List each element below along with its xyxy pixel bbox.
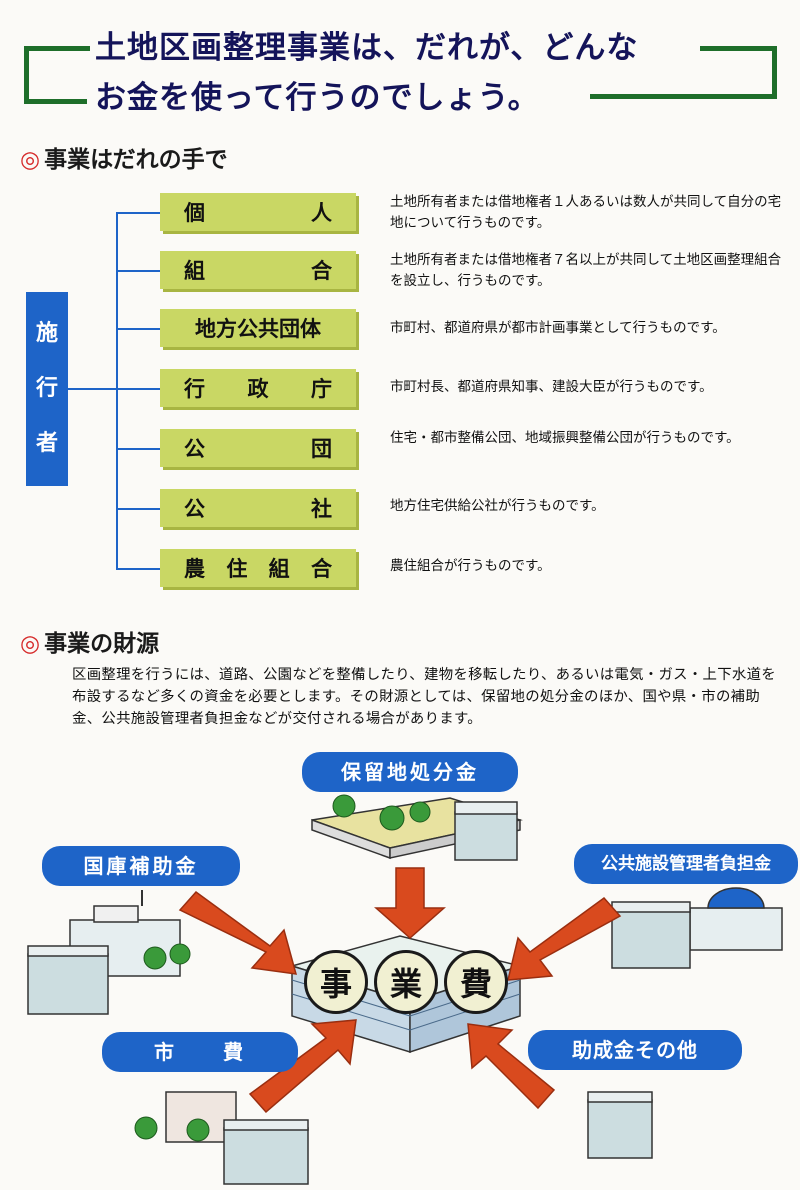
entity-name-char: 公: [184, 497, 205, 521]
arrow-from-grants: [467, 1023, 556, 1110]
tree-branch: [116, 508, 160, 510]
label-city-expense: 市 費: [102, 1032, 298, 1072]
tree-branch: [116, 448, 160, 450]
page-title-line-2: お金を使って行うのでしょう。: [95, 80, 540, 116]
section-heading-funding: ◎事業の財源: [20, 624, 159, 658]
title-bracket-right: [700, 46, 777, 99]
operator-label-char: 施: [35, 320, 58, 346]
entity-name-char: 団: [311, 437, 332, 461]
entity-local-government: 地方公共団体: [160, 309, 356, 347]
label-national-subsidy: 国庫補助金: [42, 846, 240, 886]
entity-name-char: 合: [310, 557, 332, 581]
entity-name-char: 合: [311, 259, 332, 283]
operator-label-char: 者: [35, 431, 58, 457]
entity-desc-individual: 土地所有者または借地権者１人あるいは数人が共同して自分の宅地について行うものです…: [390, 194, 782, 231]
entity-public-company: 公 社: [160, 489, 356, 527]
tree-branch: [116, 388, 160, 390]
entity-public-corporation: 公 団: [160, 429, 356, 467]
entity-individual: 個 人: [160, 193, 356, 231]
section-heading-text: 事業はだれの手で: [44, 147, 228, 173]
tree-connector-stub: [68, 388, 116, 390]
arrow-from-national-subsidy: [178, 890, 298, 975]
city-office-illustration: [134, 1091, 309, 1185]
label-reserved-land-proceeds: 保留地処分金: [302, 752, 518, 792]
public-facility-illustration: [611, 887, 783, 969]
section-heading-operators: ◎事業はだれの手で: [20, 140, 228, 174]
title-rule-bottom: [590, 94, 777, 99]
entity-desc-association: 土地所有者または借地権者７名以上が共同して土地区画整理組合を設立し、行うものです…: [390, 252, 782, 289]
entity-name-char: 住: [226, 557, 248, 581]
entity-name-char: 人: [311, 201, 332, 225]
entity-name-text: 地方公共団体: [195, 317, 321, 341]
tree-branch: [116, 212, 160, 214]
funding-paragraph: 区画整理を行うには、道路、公園などを整備したり、建物を移転したり、あるいは電気・…: [72, 667, 777, 727]
arrow-from-public-facility: [507, 896, 622, 981]
arrow-from-city: [248, 1019, 357, 1114]
entity-agri-residential-association: 農 住 組 合: [160, 549, 356, 587]
operator-label-box: 施 行 者: [26, 292, 68, 486]
entity-administrative-agency: 行 政 庁: [160, 369, 356, 407]
section-heading-text: 事業の財源: [44, 631, 160, 657]
entity-name-char: 公: [184, 437, 205, 461]
operator-label-char: 行: [35, 375, 58, 401]
project-cost-coin: 事: [304, 950, 368, 1014]
tree-trunk: [116, 212, 118, 568]
entity-association: 組 合: [160, 251, 356, 289]
entity-desc-agri-residential-association: 農住組合が行うものです。: [390, 558, 551, 574]
circle-mark-icon: ◎: [20, 631, 41, 657]
entity-desc-public-company: 地方住宅供給公社が行うものです。: [390, 498, 605, 514]
project-cost-coin: 費: [444, 950, 508, 1014]
entity-name-char: 農: [184, 557, 205, 581]
entity-name-char: 庁: [311, 377, 332, 401]
entity-desc-local-government: 市町村、都道府県が都市計画事業として行うものです。: [390, 320, 726, 336]
reserved-land-illustration: [311, 794, 523, 861]
entity-desc-administrative-agency: 市町村長、都道府県知事、建設大臣が行うものです。: [390, 379, 713, 395]
label-grants-other: 助成金その他: [528, 1030, 742, 1070]
tree-branch: [116, 328, 160, 330]
entity-name-char: 社: [311, 497, 332, 521]
title-bracket-left: [24, 46, 87, 104]
entity-name-char: 組: [184, 259, 205, 283]
title-rule-top: [24, 46, 90, 51]
entity-name-char: 行: [184, 377, 205, 401]
money-bundle-illustration: [587, 1091, 653, 1159]
circle-mark-icon: ◎: [20, 147, 41, 173]
tree-branch: [116, 270, 160, 272]
tree-branch: [116, 568, 160, 570]
entity-name-char: 組: [268, 557, 290, 581]
entity-name-char: 個: [184, 201, 205, 225]
label-public-facility-burden: 公共施設管理者負担金: [574, 844, 798, 884]
arrow-from-reserved-land: [374, 867, 446, 940]
entity-name-char: 政: [247, 377, 269, 401]
page-title-line-1: 土地区画整理事業は、だれが、どんな: [95, 30, 639, 66]
entity-desc-public-corporation: 住宅・都市整備公団、地域振興整備公団が行うものです。: [390, 430, 740, 446]
project-cost-coin: 業: [374, 950, 438, 1014]
government-building-illustration: [27, 890, 191, 1015]
